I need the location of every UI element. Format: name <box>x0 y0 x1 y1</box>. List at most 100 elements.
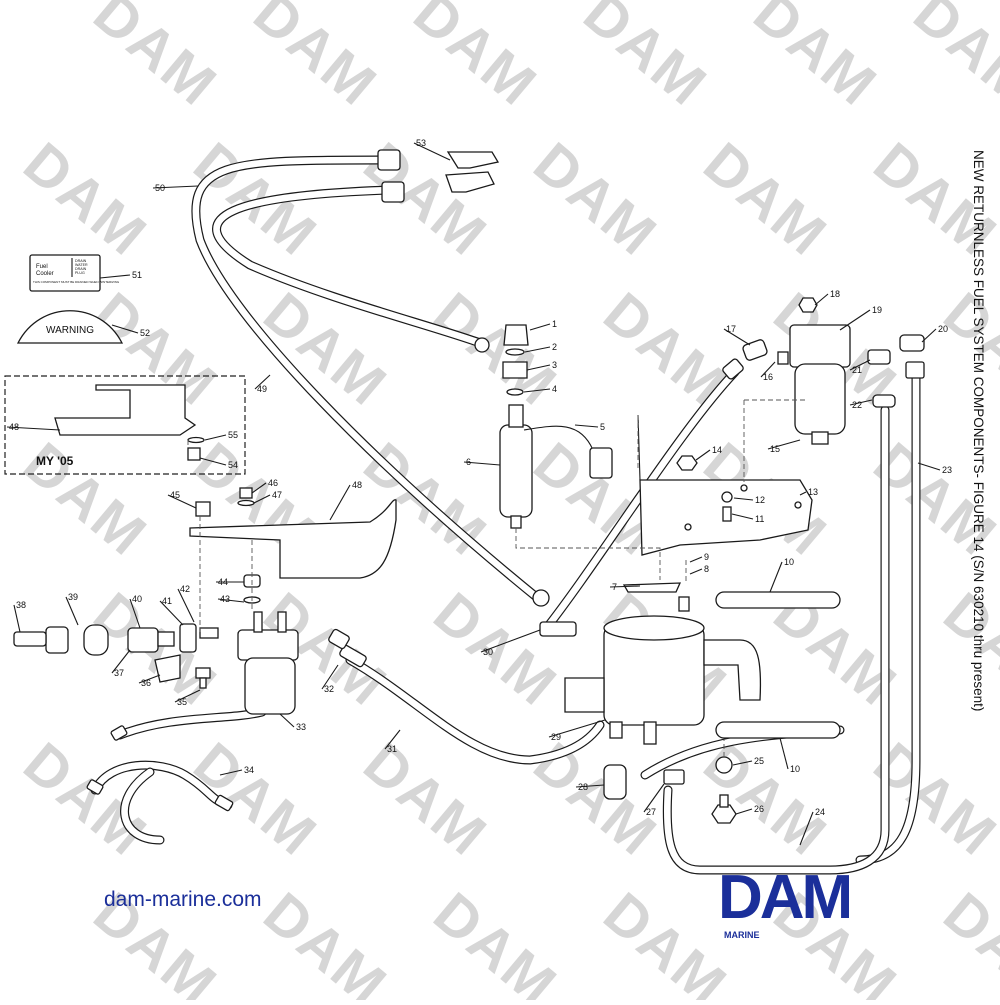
callout-leader-43 <box>217 598 245 603</box>
callout-34: 34 <box>244 765 254 775</box>
callout-leader-48 <box>6 426 61 431</box>
watermark-3: DAM <box>572 0 720 119</box>
callout-leader-19 <box>839 309 871 331</box>
callout-leader-15 <box>767 439 801 450</box>
decal-body-text: THIS COMPONENT MUST BE DRAINED WHEN WINT… <box>33 280 120 284</box>
fittings-25-28 <box>603 756 737 824</box>
callout-leader-2 <box>524 346 551 353</box>
callout-leader-33 <box>279 713 295 728</box>
callout-leader-30 <box>480 629 541 653</box>
bracket-13 <box>637 414 813 556</box>
callout-leader-16 <box>760 361 776 378</box>
callout-40: 40 <box>132 594 142 604</box>
callout-leader-17 <box>723 328 751 346</box>
callout-25: 25 <box>754 756 764 766</box>
callout-46: 46 <box>268 478 278 488</box>
watermark-18: DAM <box>12 430 160 569</box>
decal-side-line-3: DRAIN <box>75 267 87 271</box>
callout-12: 12 <box>755 495 765 505</box>
watermark-1: DAM <box>242 0 390 119</box>
watermark-37: DAM <box>252 880 400 1000</box>
callout-33: 33 <box>296 722 306 732</box>
callout-leader-50 <box>152 185 199 189</box>
callout-35: 35 <box>177 697 187 707</box>
callout-leader-10 <box>769 561 783 593</box>
straps-10 <box>715 591 841 739</box>
callout-43: 43 <box>220 594 230 604</box>
callout-51: 51 <box>132 270 142 280</box>
callout-13: 13 <box>808 487 818 497</box>
callout-leader-9 <box>689 556 703 563</box>
ground-cable-34 <box>90 760 233 845</box>
callout-55: 55 <box>228 430 238 440</box>
callout-21: 21 <box>852 365 862 375</box>
hose-31 <box>345 655 605 765</box>
callout-leader-4 <box>523 388 551 393</box>
callout-9: 9 <box>704 552 709 562</box>
callout-leader-22 <box>849 399 873 406</box>
warning-decal-52 <box>16 310 124 344</box>
callout-29: 29 <box>551 732 561 742</box>
decal-title-line-2: Cooler <box>36 271 54 277</box>
callout-2: 2 <box>552 342 557 352</box>
callout-leader-20 <box>921 328 937 343</box>
fuel-pump-assembly <box>499 324 613 529</box>
callout-leader-8 <box>689 568 703 575</box>
figure-title: NEW RETURNLESS FUEL SYSTEM COMPONENTS- F… <box>971 150 986 712</box>
water-separating-filter <box>742 297 925 445</box>
watermark-5: DAM <box>902 0 1000 119</box>
callout-leader-24 <box>799 811 814 846</box>
callout-49: 49 <box>257 384 267 394</box>
watermark-9: DAM <box>522 130 670 269</box>
callout-26: 26 <box>754 804 764 814</box>
callout-11: 11 <box>755 514 764 524</box>
callout-leader-13 <box>799 491 807 496</box>
callout-38: 38 <box>16 600 26 610</box>
callout-leader-39 <box>65 596 79 626</box>
callout-leader-14 <box>695 449 711 461</box>
callout-leader-10 <box>779 737 789 770</box>
watermark-41: DAM <box>932 880 1000 1000</box>
callout-leader-29 <box>548 719 606 738</box>
callout-37: 37 <box>114 668 124 678</box>
watermark-30: DAM <box>12 730 160 869</box>
watermark-32: DAM <box>352 730 500 869</box>
callout-leader-42 <box>177 588 195 623</box>
callout-leader-5 <box>574 424 599 428</box>
decal-side-text: DRAIN WATER DRAIN PLUG <box>75 259 89 275</box>
watermark-38: DAM <box>422 880 570 1000</box>
callout-45: 45 <box>170 490 180 500</box>
hose-49-50 <box>191 155 545 605</box>
watermark-6: DAM <box>12 130 160 269</box>
callout-28: 28 <box>578 782 588 792</box>
callout-leader-41 <box>159 600 184 626</box>
electric-pump-33 <box>13 487 299 715</box>
callout-leader-55 <box>204 434 227 441</box>
callout-17: 17 <box>726 324 736 334</box>
callout-leader-45 <box>167 494 197 509</box>
decal-title-line-1: Fuel <box>36 264 48 270</box>
callout-10: 10 <box>790 764 800 774</box>
decal-side-line-2: WATER <box>75 263 88 267</box>
hose-24 <box>640 405 890 875</box>
decal-title: Fuel Cooler <box>36 264 54 277</box>
callout-leader-28 <box>575 784 605 788</box>
callout-53: 53 <box>416 138 426 148</box>
website-link[interactable]: dam-marine.com <box>104 888 262 911</box>
callout-leader-35 <box>174 689 201 703</box>
watermark-0: DAM <box>82 0 230 119</box>
callout-50: 50 <box>155 183 165 193</box>
callout-leader-25 <box>732 760 753 766</box>
decal-51 <box>29 254 101 292</box>
callout-leader-46 <box>251 482 267 494</box>
callout-leader-53 <box>413 142 451 161</box>
callout-leader-32 <box>321 664 339 690</box>
watermark-31: DAM <box>182 730 330 869</box>
watermark-4: DAM <box>742 0 890 119</box>
callout-4: 4 <box>552 384 557 394</box>
callout-19: 19 <box>872 305 882 315</box>
callout-47: 47 <box>272 490 282 500</box>
callout-leader-21 <box>849 359 871 371</box>
